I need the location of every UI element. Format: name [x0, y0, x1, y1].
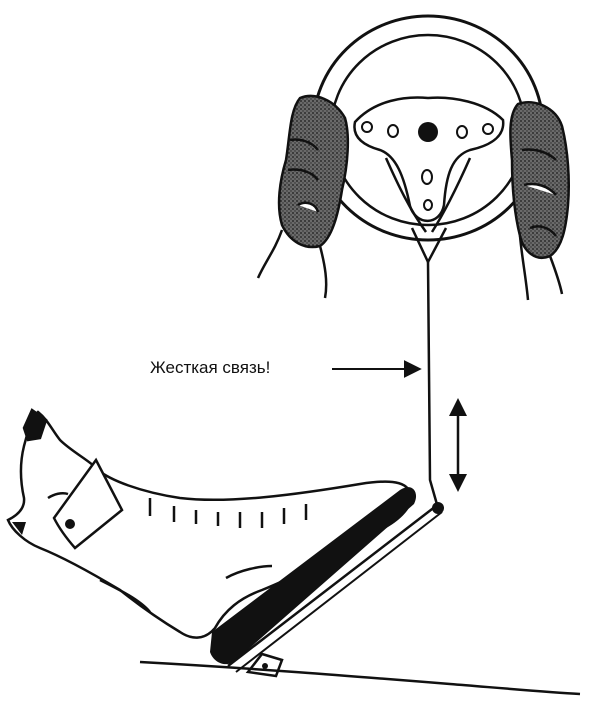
shoe-icon [8, 410, 411, 638]
gloved-hand-right-icon [510, 102, 568, 300]
double-arrow-vertical-icon [449, 398, 467, 492]
rigid-link-label: Жесткая связь! [150, 358, 270, 378]
floor-line-icon [140, 662, 580, 694]
gloved-hand-left-icon [258, 96, 348, 298]
